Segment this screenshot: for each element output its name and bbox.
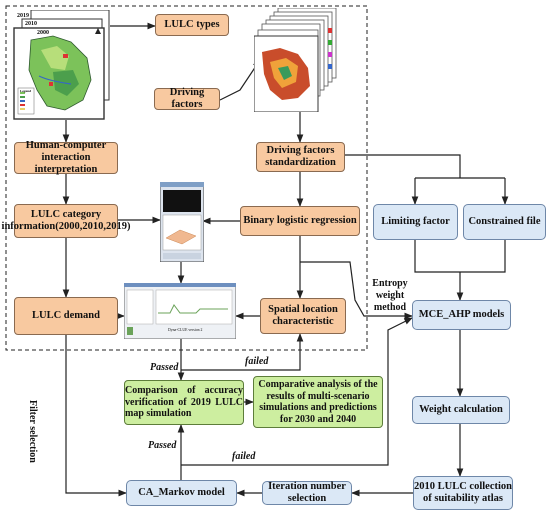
simulation-interface-image: [123, 282, 237, 340]
driving-standardization-box: Driving factors standardization: [256, 142, 345, 172]
failed-label-1: failed: [245, 356, 269, 367]
map-year-2000: 2000: [37, 30, 49, 36]
map-year-2019: 2019: [17, 13, 29, 19]
edge-failed-to-mce: [181, 317, 413, 466]
map-year-2010: 2010: [25, 21, 37, 27]
edge-failed-to-spatial: [181, 333, 304, 371]
hci-interpretation-box: Human-computer interaction interpretatio…: [14, 140, 118, 175]
ca-markov-box: CA_Markov model: [126, 480, 237, 506]
dashed-frame: [5, 5, 368, 351]
lulc-map-thumbnail: 2019 2010 2000 Legend: [13, 9, 110, 120]
passed-label-1: Passed: [150, 362, 179, 373]
comparison-accuracy-box: Comparison of accuracy verification of 2…: [124, 380, 244, 425]
weight-calculation-box: Weight calculation: [412, 396, 510, 424]
driving-factors-box: Driving factors: [154, 87, 220, 110]
entropy-weight-label: Entropy weight method: [372, 278, 408, 313]
edge-binary-to-mce: [300, 261, 413, 320]
map-legend-title: Legend: [20, 89, 32, 93]
edge-demand-to-ca: [65, 335, 127, 497]
lulc-map-image: [13, 9, 110, 120]
binary-logistic-box: Binary logistic regression: [240, 206, 360, 236]
edge-standard-branch: [345, 154, 461, 178]
software-window-thumbnail: [159, 181, 205, 263]
spatial-location-box: Spatial location characteristic: [260, 298, 346, 334]
lulc-types-box: LULC types: [155, 14, 229, 36]
failed-label-2: failed: [232, 451, 256, 462]
filter-selection-label: Filter selection: [27, 400, 38, 463]
limiting-factor-box: Limiting factor: [373, 204, 458, 240]
passed-label-2: Passed: [148, 440, 177, 451]
constrained-file-box: Constrained file: [463, 204, 546, 240]
driving-factors-thumbnail: [253, 7, 338, 113]
lulc-category-info-box: LULC category information(2000,2010,2019…: [2, 204, 130, 238]
iteration-selection-box: Iteration number selection: [262, 481, 352, 505]
lulc-demand-box: LULC demand: [14, 297, 118, 335]
simulation-interface-thumbnail: Dyna-CLUE version 2: [123, 282, 237, 340]
driving-factors-image: [253, 7, 337, 113]
suitability-atlas-box: 2010 LULC collection of suitability atla…: [413, 476, 513, 510]
software-caption: Dyna-CLUE version 2: [168, 328, 203, 332]
comparative-analysis-box: Comparative analysis of the results of m…: [253, 376, 383, 428]
software-window-image: [159, 181, 205, 263]
mce-ahp-box: MCE_AHP models: [412, 300, 511, 330]
edge-factors-to-stack: [219, 59, 261, 101]
